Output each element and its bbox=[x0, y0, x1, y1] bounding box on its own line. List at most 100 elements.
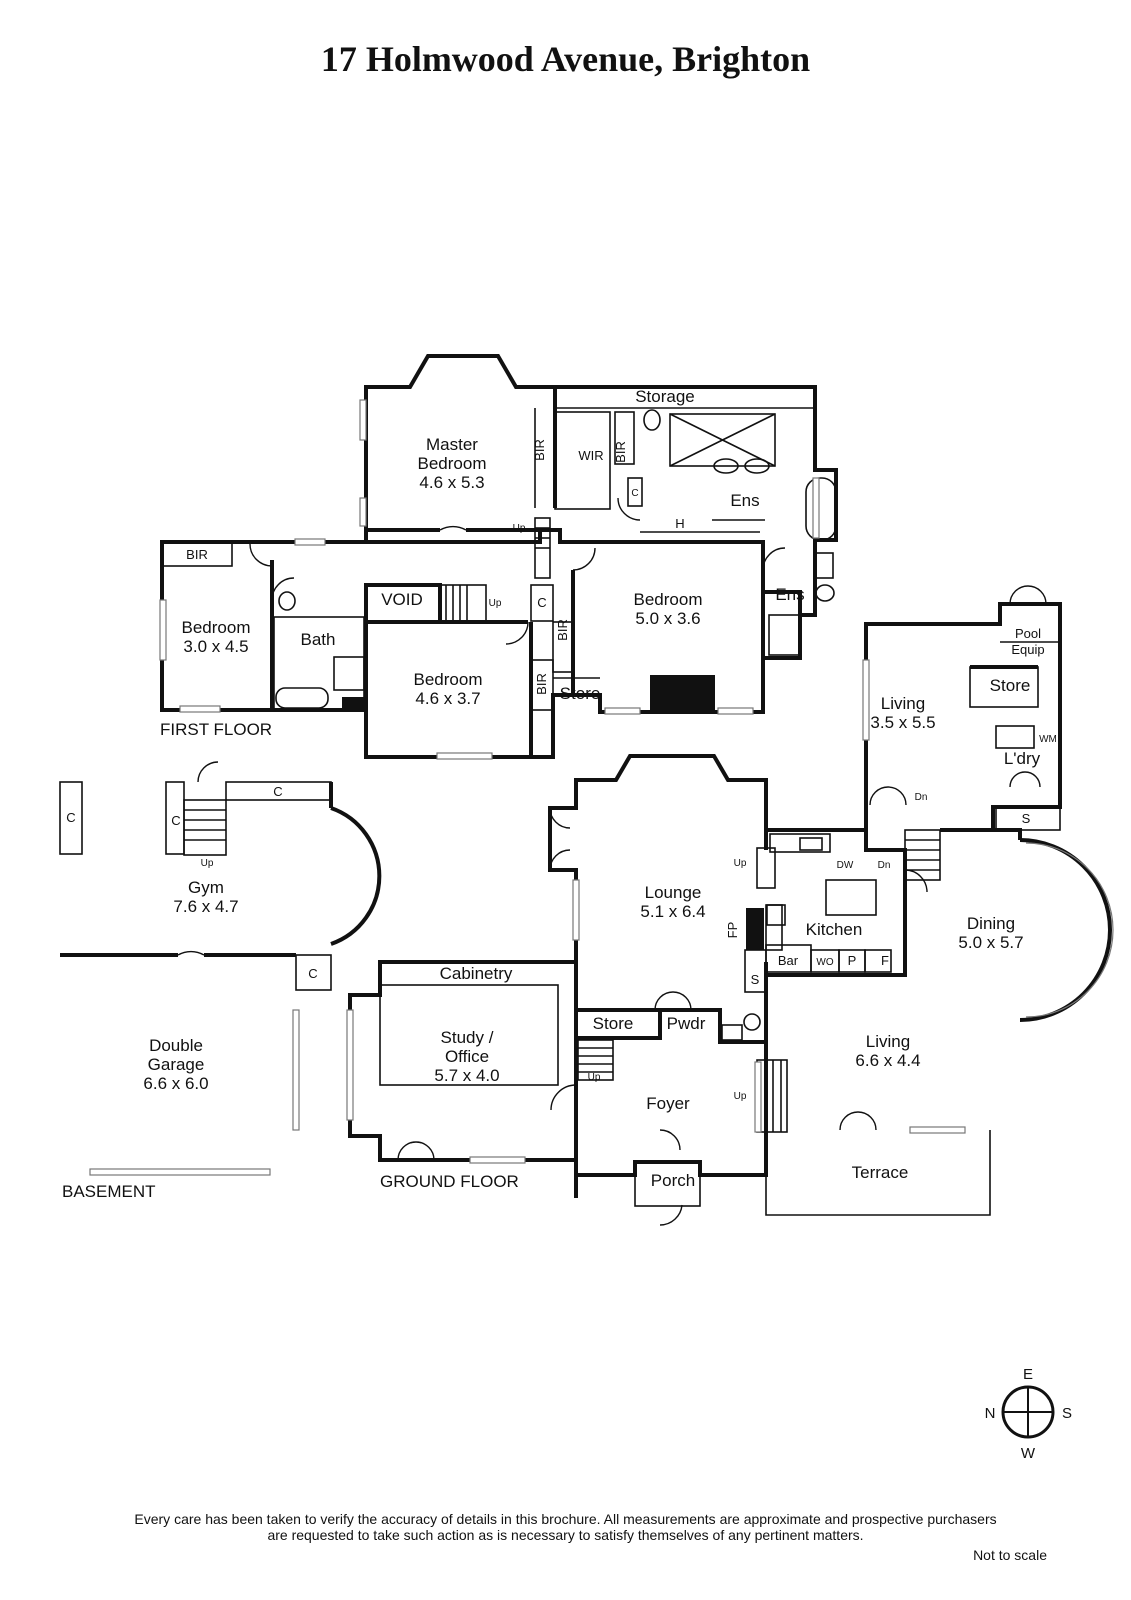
stairs-icon bbox=[183, 799, 227, 856]
ens-label: Ens bbox=[730, 491, 759, 510]
study-label: Office bbox=[445, 1047, 489, 1066]
bathtub-icon bbox=[805, 477, 837, 541]
ens-shower bbox=[669, 413, 776, 467]
c-label: C bbox=[66, 810, 75, 825]
bar-label: Bar bbox=[778, 953, 799, 968]
c-label: C bbox=[537, 595, 546, 610]
up-label: Up bbox=[201, 858, 214, 869]
compass-west: W bbox=[1021, 1445, 1036, 1462]
store-label: Store bbox=[990, 676, 1031, 695]
bathtub-icon bbox=[275, 687, 329, 709]
terrace-label: Terrace bbox=[852, 1163, 909, 1182]
master-bedroom-label: Master bbox=[426, 435, 478, 454]
storage-label: Storage bbox=[635, 387, 695, 406]
master-bedroom-wall bbox=[364, 354, 557, 530]
up-label: Up bbox=[734, 1091, 747, 1102]
garage-dims: 6.6 x 6.0 bbox=[143, 1074, 208, 1093]
basement: C C C C Up Gym 7.6 x 4.7 Double Garage 6… bbox=[59, 761, 382, 1201]
s-box bbox=[744, 949, 767, 993]
dining-dims: 5.0 x 5.7 bbox=[958, 933, 1023, 952]
toilet-icon bbox=[643, 409, 661, 431]
c-box bbox=[530, 584, 554, 622]
garage-label: Garage bbox=[148, 1055, 205, 1074]
compass-south: S bbox=[1062, 1405, 1072, 1422]
wir-box bbox=[554, 411, 611, 510]
pwdr-label: Pwdr bbox=[667, 1014, 706, 1033]
compass: E N S W bbox=[985, 1366, 1072, 1462]
stairs-icon bbox=[904, 829, 941, 881]
wir-label: WIR bbox=[578, 448, 603, 463]
study-dims: 5.7 x 4.0 bbox=[434, 1066, 499, 1085]
compass-east: E bbox=[1023, 1366, 1033, 1383]
living-rear-label: Living bbox=[881, 694, 925, 713]
pool-equip-label: Pool bbox=[1015, 626, 1041, 641]
bir-label: BIR bbox=[532, 439, 547, 461]
sink-icon bbox=[799, 837, 823, 851]
store-label: Store bbox=[593, 1014, 634, 1033]
stairs-icon bbox=[439, 584, 487, 623]
wm-label: WM bbox=[1039, 734, 1057, 745]
dining-label: Dining bbox=[967, 914, 1015, 933]
dn-label: Dn bbox=[878, 860, 891, 871]
store-label: Store bbox=[560, 684, 601, 703]
living-main-label: Living bbox=[866, 1032, 910, 1051]
stairs-icon bbox=[756, 847, 776, 889]
toilet-icon bbox=[815, 584, 835, 602]
c-box bbox=[627, 477, 643, 507]
toilet-icon bbox=[743, 1013, 761, 1031]
cooktop-icon bbox=[766, 904, 786, 926]
c-label: C bbox=[308, 966, 317, 981]
basin-icon bbox=[721, 1024, 743, 1041]
gym-dims: 7.6 x 4.7 bbox=[173, 897, 238, 916]
porch-box bbox=[634, 1161, 701, 1207]
s-label: S bbox=[1022, 811, 1031, 826]
pool-equip-label: Equip bbox=[1011, 642, 1044, 657]
cabinetry-label: Cabinetry bbox=[440, 964, 513, 983]
garage-label: Double bbox=[149, 1036, 203, 1055]
lounge-dims: 5.1 x 6.4 bbox=[640, 902, 705, 921]
master-bedroom-dims: 4.6 x 5.3 bbox=[419, 473, 484, 492]
p-label: P bbox=[848, 953, 857, 968]
bedroom-west-dims: 3.0 x 4.5 bbox=[183, 637, 248, 656]
study-label: Study / bbox=[441, 1028, 494, 1047]
s-box bbox=[995, 806, 1061, 831]
bir-west bbox=[161, 541, 233, 567]
first-floor-upper-wall bbox=[364, 528, 765, 759]
porch-label: Porch bbox=[651, 1171, 695, 1190]
basin-icon bbox=[713, 458, 739, 474]
bedroom-east-label: Bedroom bbox=[634, 590, 703, 609]
ground-floor-label: GROUND FLOOR bbox=[380, 1172, 519, 1191]
f-box bbox=[864, 949, 892, 973]
disclaimer-line: are requested to take such action as is … bbox=[267, 1527, 864, 1543]
bir-label: BIR bbox=[186, 547, 208, 562]
foyer-wall bbox=[574, 962, 768, 1177]
master-bedroom-label: Bedroom bbox=[418, 454, 487, 473]
lounge-label: Lounge bbox=[645, 883, 702, 902]
basin-icon bbox=[814, 552, 834, 579]
bedroom-west-label: Bedroom bbox=[182, 618, 251, 637]
living-rear-dims: 3.5 x 5.5 bbox=[870, 713, 935, 732]
basin-icon bbox=[744, 458, 770, 474]
up-label: Up bbox=[489, 598, 502, 609]
c-label: C bbox=[631, 488, 638, 499]
gym-label: Gym bbox=[188, 878, 224, 897]
c-label: C bbox=[171, 813, 180, 828]
not-to-scale-note: Not to scale bbox=[973, 1547, 1047, 1563]
f-label: F bbox=[881, 953, 889, 968]
living-main-dims: 6.6 x 4.4 bbox=[855, 1051, 920, 1070]
first-floor: Master Bedroom 4.6 x 5.3 Storage BIR WIR… bbox=[159, 354, 838, 760]
bedroom-mid-dims: 4.6 x 3.7 bbox=[415, 689, 480, 708]
compass-north: N bbox=[985, 1405, 996, 1422]
bedroom-mid-label: Bedroom bbox=[414, 670, 483, 689]
bath-label: Bath bbox=[301, 630, 336, 649]
lounge-wall bbox=[548, 754, 768, 962]
shower-icon bbox=[333, 656, 365, 691]
first-floor-label: FIRST FLOOR bbox=[160, 720, 272, 739]
fireplace-icon bbox=[650, 675, 715, 710]
fp-label: FP bbox=[725, 922, 740, 939]
bir-box bbox=[530, 659, 554, 711]
dining-wall bbox=[940, 828, 1022, 840]
foyer-label: Foyer bbox=[646, 1094, 690, 1113]
up-label: Up bbox=[734, 858, 747, 869]
disclaimer-line: Every care has been taken to verify the … bbox=[134, 1511, 997, 1527]
